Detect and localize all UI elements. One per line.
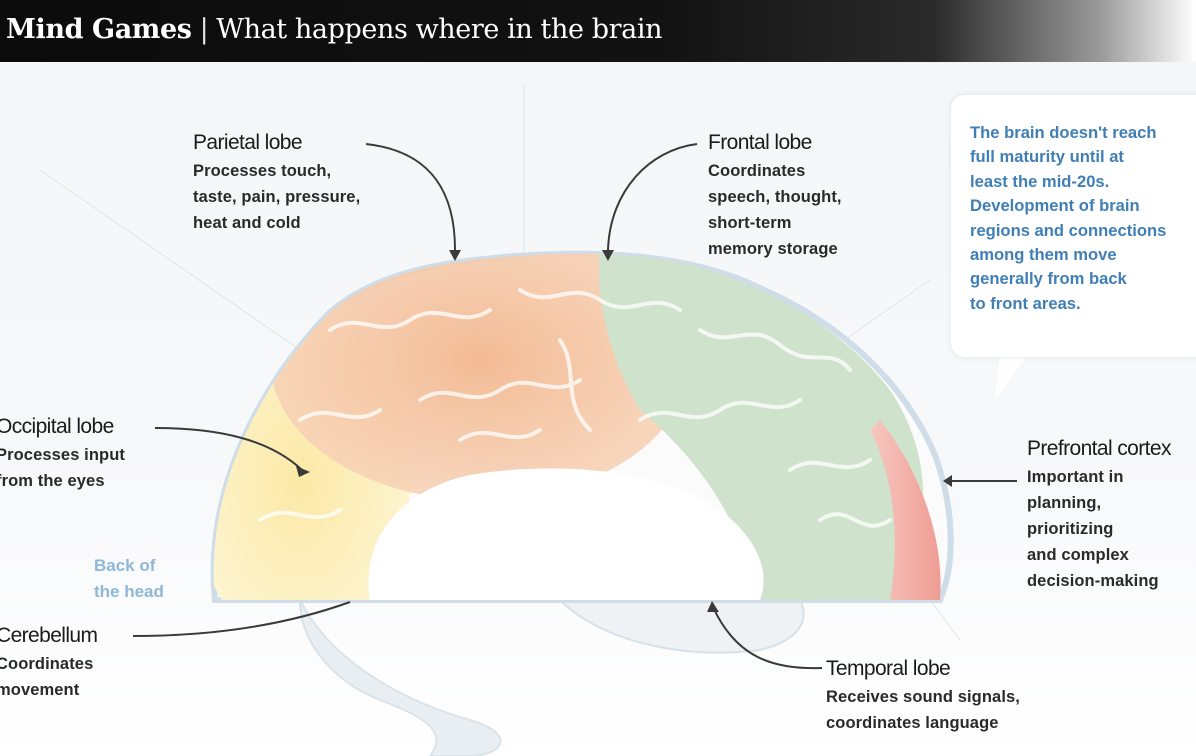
parietal-desc-3: heat and cold [193, 214, 301, 232]
callout-line-8: to front areas. [970, 293, 1081, 313]
brain-regions [213, 253, 941, 600]
parietal-leader [365, 143, 456, 251]
temporal-desc-2: coordinates language [826, 714, 999, 732]
temporal-label: Temporal lobe Receives sound signals, co… [826, 657, 1020, 736]
frontal-desc-2: speech, thought, [708, 188, 842, 206]
occipital-leader [154, 427, 303, 471]
cerebellum-title: Cerebellum [0, 624, 98, 647]
maturity-callout-text: The brain doesn't reach full maturity un… [970, 121, 1166, 316]
parietal-desc-2: taste, pain, pressure, [193, 188, 361, 206]
parietal-title: Parietal lobe [193, 131, 303, 154]
prefrontal-region [870, 420, 941, 600]
leader-lines [132, 143, 1017, 670]
title-bold: Mind Games [6, 14, 192, 45]
title-separator: | [199, 14, 209, 45]
occipital-desc-2: from the eyes [0, 472, 105, 490]
page-title: Mind Games|What happens where in the bra… [6, 14, 662, 45]
occipital-desc-1: Processes input [0, 446, 125, 464]
prefrontal-desc-1: Important in [1027, 468, 1124, 486]
frontal-desc-3: short-term [708, 214, 792, 232]
back-of-head-line-2: the head [94, 582, 164, 601]
frontal-desc-4: memory storage [708, 240, 838, 258]
frontal-desc-1: Coordinates [708, 162, 806, 180]
prefrontal-desc-2: planning, [1027, 494, 1102, 512]
callout-line-4: Development of brain [970, 196, 1140, 216]
temporal-leader [712, 606, 823, 670]
callout-line-6: among them move [970, 245, 1117, 265]
occipital-label: Occipital lobe Processes input from the … [0, 415, 125, 494]
cerebellum-desc-1: Coordinates [0, 655, 94, 673]
temporal-region [368, 468, 764, 600]
frontal-title: Frontal lobe [708, 131, 812, 154]
prefrontal-desc-3: prioritizing [1027, 520, 1114, 538]
callout-line-1: The brain doesn't reach [970, 123, 1157, 142]
prefrontal-label: Prefrontal cortex Important in planning,… [1027, 437, 1171, 594]
callout-tail [995, 350, 1030, 400]
title-rest: What happens where in the brain [216, 14, 663, 45]
callout-line-5: regions and connections [970, 220, 1167, 240]
frontal-region [599, 253, 924, 600]
maturity-callout-box [951, 95, 1196, 357]
brain-folds [258, 288, 892, 528]
cerebellum-silhouette [557, 599, 805, 654]
leader-arrowheads [296, 250, 952, 612]
frontal-label: Frontal lobe Coordinates speech, thought… [708, 131, 842, 262]
brain-stem-silhouette [299, 599, 502, 756]
guide-lines [39, 85, 961, 641]
cerebellum-leader [132, 601, 351, 637]
cerebellum-desc-2: movement [0, 681, 80, 699]
callout-line-3: least the mid-20s. [970, 171, 1110, 191]
prefrontal-desc-4: and complex [1027, 546, 1129, 564]
parietal-desc-1: Processes touch, [193, 162, 332, 180]
prefrontal-desc-5: decision-making [1027, 572, 1159, 590]
occipital-title: Occipital lobe [0, 415, 114, 438]
parietal-label: Parietal lobe Processes touch, taste, pa… [193, 131, 360, 236]
frontal-leader [607, 143, 698, 251]
prefrontal-title: Prefrontal cortex [1027, 437, 1171, 460]
header-bar: Mind Games|What happens where in the bra… [0, 0, 1196, 62]
temporal-title: Temporal lobe [826, 657, 951, 680]
temporal-desc-1: Receives sound signals, [826, 688, 1020, 706]
back-of-head-label: Back of the head [94, 553, 164, 605]
callout-line-7: generally from back [970, 269, 1127, 289]
parietal-region [270, 253, 690, 500]
back-of-head-line-1: Back of [94, 556, 156, 575]
callout-line-2: full maturity until at [970, 147, 1124, 167]
cerebellum-label: Cerebellum Coordinates movement [0, 624, 98, 703]
